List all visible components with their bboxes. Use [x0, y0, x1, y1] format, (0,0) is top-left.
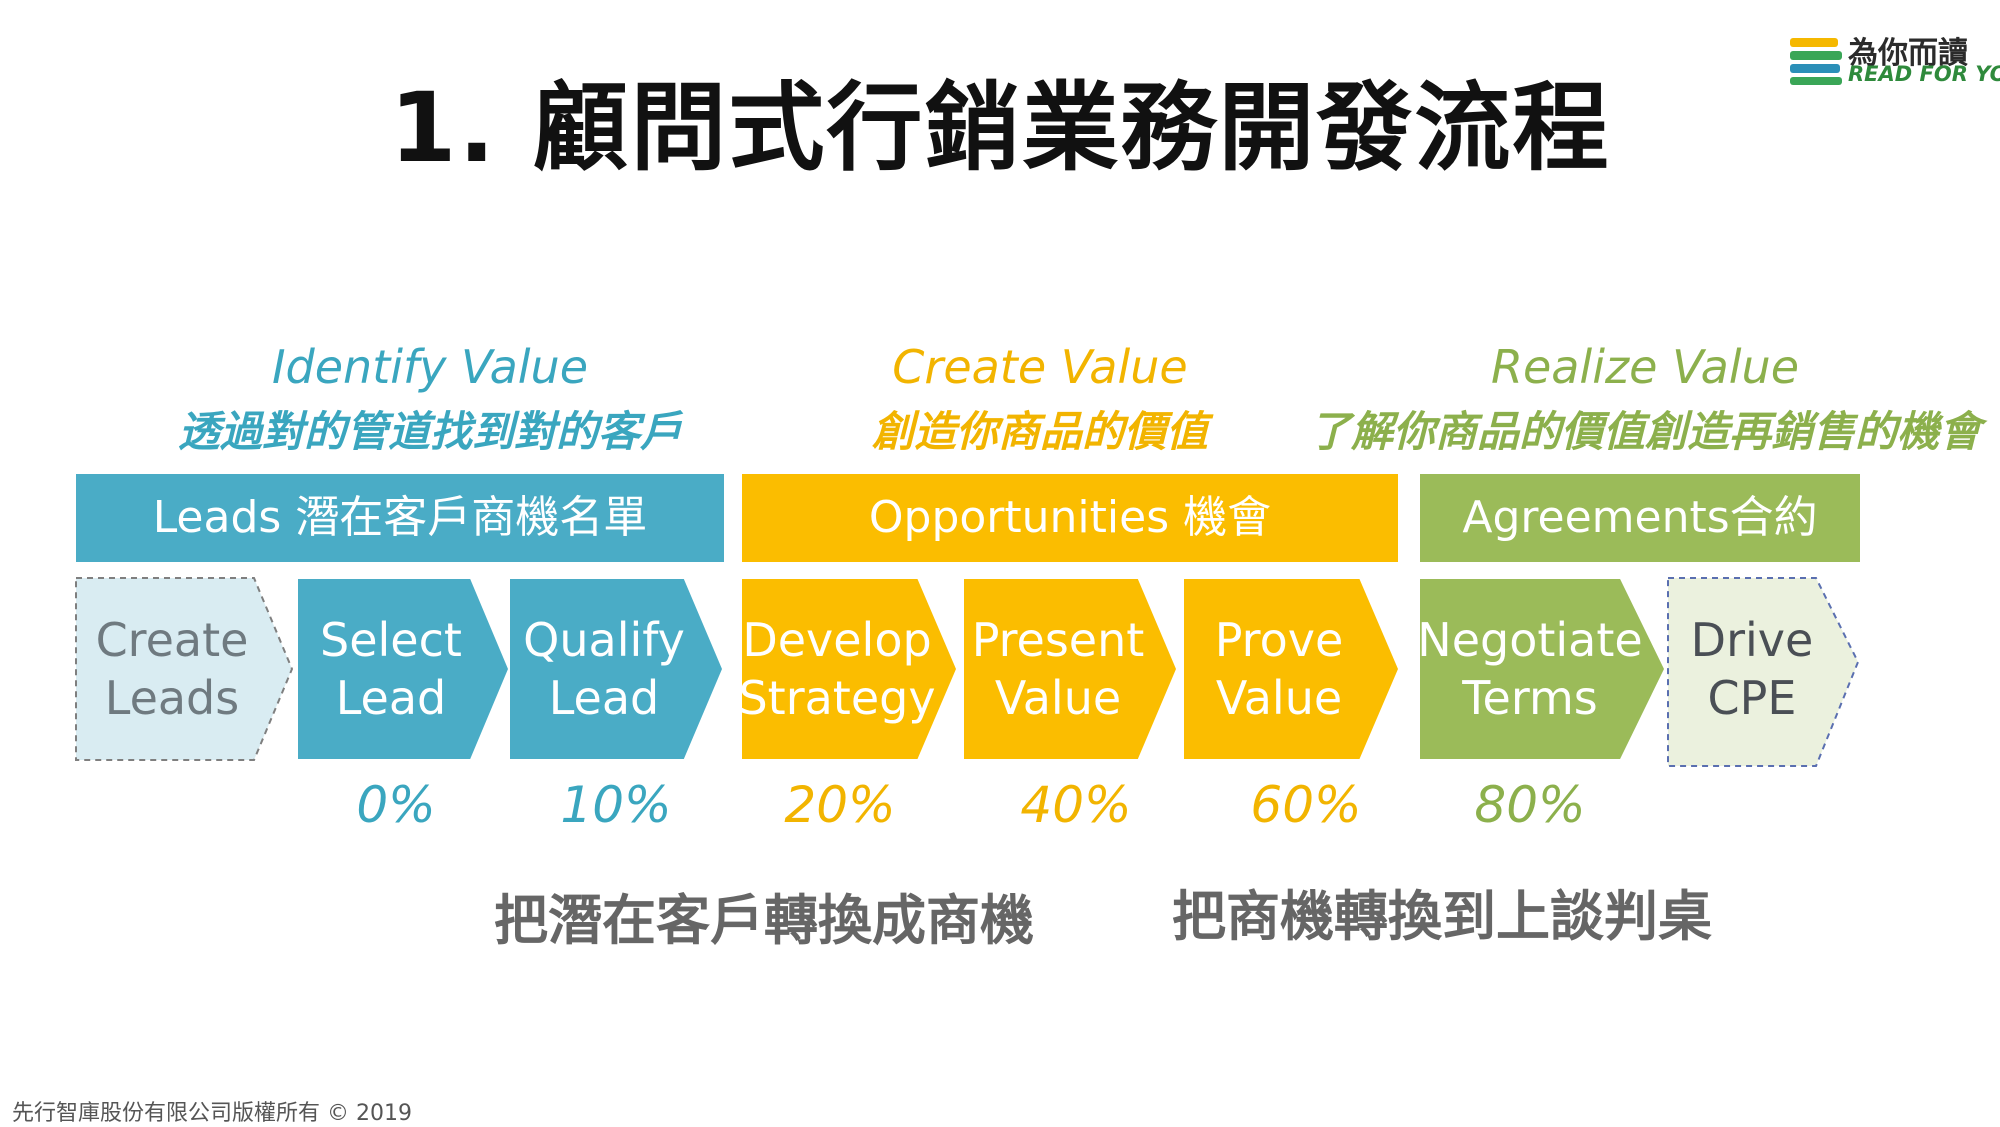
logo: 為你而讀 READ FOR YOU	[1788, 28, 2000, 90]
step-percent: 0%	[356, 776, 436, 834]
step-create-leads: Create Leads	[76, 579, 292, 759]
group-realize-value: Realize Value 了解你商品的價值創造再銷售的機會	[1300, 340, 1990, 459]
banner-leads: Leads 潛在客戶商機名單	[76, 474, 724, 562]
step-present-value: Present Value	[964, 579, 1176, 759]
step-label: Select Lead	[320, 613, 462, 725]
step-percent: 80%	[1474, 776, 1586, 834]
step-create-leads-shape	[75, 577, 294, 761]
step-qualify-lead: Qualify Lead	[510, 579, 722, 759]
copyright-notice: 先行智庫股份有限公司版權所有 © 2019	[12, 1101, 412, 1126]
caption-opportunities-to-negotiation: 把商機轉換到上談判桌	[1172, 885, 1712, 948]
step-percent: 20%	[784, 776, 896, 834]
logo-chinese-text: 為你而讀	[1848, 36, 1968, 71]
group-english-label: Create Value	[892, 340, 1188, 394]
group-identify-value: Identify Value 透過對的管道找到對的客戶	[40, 340, 820, 459]
step-prove-value: Prove Value	[1184, 579, 1398, 759]
group-chinese-label: 透過對的管道找到對的客戶	[177, 407, 682, 456]
group-english-label: Identify Value	[271, 340, 589, 394]
step-percent: 10%	[560, 776, 672, 834]
step-label: Negotiate Terms	[1417, 613, 1643, 725]
logo-english-text: READ FOR YOU	[1848, 62, 2000, 86]
step-label: Drive CPE	[1690, 613, 1814, 725]
step-select-lead: Select Lead	[298, 579, 508, 759]
banner-agreements: Agreements合約	[1420, 474, 1860, 562]
step-develop-strategy: Develop Strategy	[742, 579, 956, 759]
page-title: 1. 顧問式行銷業務開發流程	[389, 72, 1611, 184]
group-create-value: Create Value 創造你商品的價值	[740, 340, 1340, 459]
step-percent: 40%	[1020, 776, 1132, 834]
step-drive-cpe-shape	[1667, 577, 1860, 767]
step-label: Develop Strategy	[738, 613, 936, 725]
step-label: Qualify Lead	[523, 613, 685, 725]
step-percent: 60%	[1250, 776, 1362, 834]
step-drive-cpe: Drive CPE	[1668, 579, 1860, 759]
caption-leads-to-opportunities: 把潛在客戶轉換成商機	[494, 889, 1034, 952]
step-label: Present Value	[971, 613, 1145, 725]
step-negotiate-terms: Negotiate Terms	[1420, 579, 1664, 759]
books-stack-icon	[1790, 38, 1842, 85]
group-chinese-label: 了解你商品的價值創造再銷售的機會	[1308, 407, 1981, 456]
step-label: Prove Value	[1214, 613, 1344, 725]
banner-opportunities: Opportunities 機會	[742, 474, 1398, 562]
step-label: Create Leads	[95, 613, 249, 725]
group-english-label: Realize Value	[1490, 340, 1800, 394]
group-chinese-label: 創造你商品的價值	[871, 407, 1208, 456]
